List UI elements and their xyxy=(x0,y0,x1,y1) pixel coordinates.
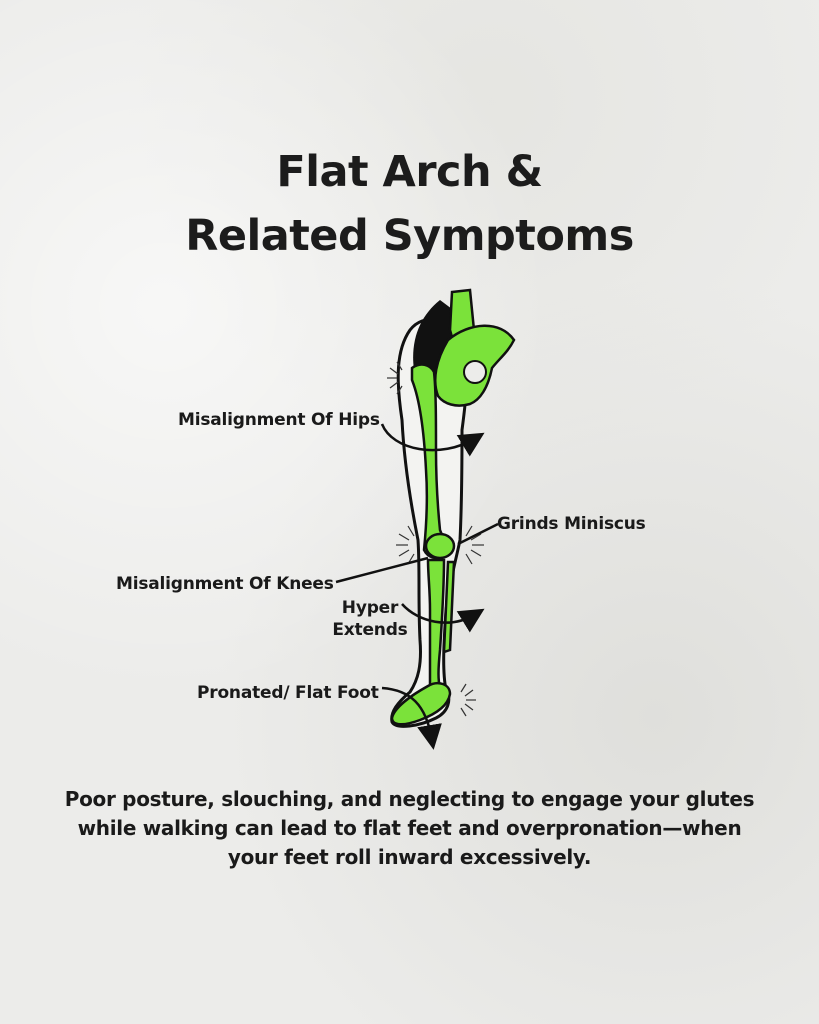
hips-arrow xyxy=(380,423,485,457)
label-misalignment-knees: Misalignment Of Knees xyxy=(116,574,334,594)
grinds-leader-line xyxy=(457,522,499,546)
label-grinds-miniscus: Grinds Miniscus xyxy=(497,514,646,534)
label-pronated-flat-foot: Pronated/ Flat Foot xyxy=(197,683,379,703)
caption-text: Poor posture, slouching, and neglecting … xyxy=(64,787,755,869)
label-misalignment-hips: Misalignment Of Hips xyxy=(178,410,380,430)
kneecap-bone xyxy=(424,532,456,560)
pain-burst-icon xyxy=(387,361,484,717)
hyper-arrow xyxy=(401,603,485,633)
label-hyper-extends: Hyper Extends xyxy=(330,597,410,641)
title-line-1: Flat Arch & xyxy=(276,147,543,197)
knees-leader-line xyxy=(335,556,429,584)
label-hyper: Hyper xyxy=(341,598,399,618)
page-title: Flat Arch & Related Symptoms xyxy=(0,140,819,268)
bone-skeleton xyxy=(390,288,516,726)
foot-arrow xyxy=(381,686,442,750)
label-extends: Extends xyxy=(332,620,408,640)
annotation-arrows xyxy=(335,423,499,750)
foot-bones xyxy=(390,682,452,726)
title-line-2: Related Symptoms xyxy=(185,211,634,261)
